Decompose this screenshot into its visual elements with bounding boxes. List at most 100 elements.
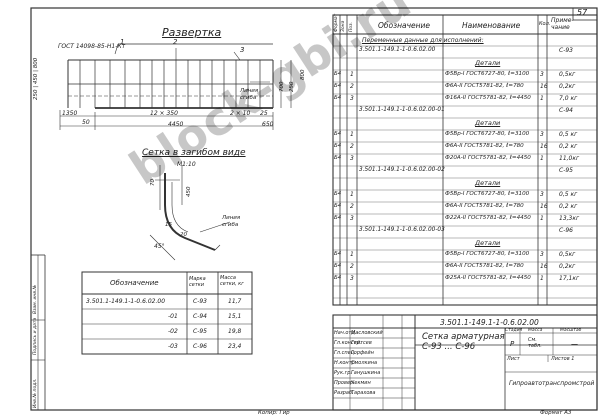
title-sheet: Лист: [507, 356, 520, 362]
spec-cell-name: Ф6А-II ГОСТ5781-82, ℓ=780: [445, 203, 524, 209]
spec-cell-qty: 1: [540, 155, 544, 162]
title-scale-header: Масштаб: [560, 328, 582, 333]
dim-1350: 1350: [62, 110, 78, 117]
spec-cell-pos: 1: [350, 191, 354, 198]
spec-cell-pos: 3: [350, 155, 354, 162]
dim-20: 20: [180, 232, 187, 238]
spec-cell-qty: 16: [540, 263, 548, 270]
bend-annotation: Линия сгиба: [222, 215, 241, 228]
spec-cell-qty: 1: [540, 275, 544, 282]
spec-cell-note: С-96: [559, 227, 573, 234]
spec-cell-pos: 1: [350, 131, 354, 138]
spec-cell-note: 7,0 кг: [559, 95, 578, 102]
title-name: Сетка арматурная С-93 ... С-96: [422, 332, 505, 352]
spec-cell-fmt: Б4: [334, 203, 342, 209]
small-table-row-mass: 15,1: [228, 313, 242, 320]
spec-cell-qty: 16: [540, 143, 548, 150]
page-number: 57: [577, 8, 588, 17]
section-scale: М1:10: [177, 161, 196, 168]
title-scale: —: [571, 340, 578, 348]
spec-cell-fmt: Б4: [334, 263, 342, 269]
marker-2: 2: [173, 38, 178, 46]
spec-variable-header: Переменные данные для исполнений:: [362, 37, 484, 44]
spec-cell-note: 13,3кг: [559, 215, 580, 222]
spec-cell-name: Детали: [475, 239, 501, 247]
side-stamp-replace: Взам. инв.№: [33, 284, 38, 314]
spec-cell-note: 0,5кг: [559, 71, 576, 78]
title-role-name: Масловский: [351, 330, 383, 336]
section-title: Сетка в загибом виде: [142, 148, 246, 158]
marker-1: 1: [120, 38, 125, 46]
title-role-name: Гейтсев: [351, 340, 372, 346]
title-role-role: Н.контр.: [334, 360, 357, 366]
view-title-development: Развертка: [162, 26, 222, 39]
spec-cell-name: Детали: [475, 59, 501, 67]
spec-cell-note: С-94: [559, 107, 573, 114]
dim-650: 650: [262, 121, 274, 128]
spec-cell-name: Детали: [475, 179, 501, 187]
title-stage: Р: [510, 340, 515, 348]
spec-cell-name: Ф5Вр-I ГОСТ6727-80, ℓ=3100: [445, 71, 530, 77]
spec-header-qty: Кол.: [539, 21, 551, 27]
spec-cell-fmt: Б4: [334, 95, 342, 101]
spec-cell-qty: 3: [540, 131, 544, 138]
title-role-name: Ганушкина: [351, 370, 381, 376]
dim-45-deg: 45°: [154, 243, 165, 250]
dim-15: 15: [165, 222, 172, 228]
spec-cell-fmt: Б4: [334, 155, 342, 161]
spec-cell-fmt: Б4: [334, 191, 342, 197]
spec-cell-des: 3.501.1-149.1-1-0.6.02.00: [359, 47, 436, 53]
small-table-row-code: 3.501.1-149.1-1-0.6.02.00: [86, 298, 166, 305]
spec-cell-name: Детали: [475, 119, 501, 127]
left-vertical-dims: 250 | 450 | 800: [33, 57, 39, 100]
spec-cell-des: 3.501.1-149.1-1-0.6.02.00-03: [359, 227, 445, 233]
copied-label: Копир: Гир: [258, 410, 290, 416]
spec-cell-pos: 3: [350, 215, 354, 222]
spec-cell-pos: 3: [350, 95, 354, 102]
spec-cell-fmt: Б4: [334, 143, 342, 149]
spec-cell-note: 0,5 кг: [559, 191, 578, 198]
small-table-header-designation: Обозначение: [110, 279, 159, 287]
spec-cell-name: Ф6А-II ГОСТ5781-82, ℓ=780: [445, 263, 524, 269]
format-label: Формат А3: [540, 410, 572, 416]
spec-cell-des: 3.501.1-149.1-1-0.6.02.00-02: [359, 167, 445, 173]
small-table-header-mark: Марка сетки: [189, 276, 206, 288]
spec-cell-name: Ф20А-II ГОСТ5781-82, ℓ=4450: [445, 155, 531, 161]
title-sheets: Листов 1: [551, 356, 575, 362]
small-table-row-mark: С-94: [193, 313, 207, 320]
spec-cell-qty: 1: [540, 215, 544, 222]
side-stamp-inv: Инв.№ подл.: [33, 378, 38, 408]
marker-3: 3: [240, 46, 245, 54]
dim-12x350: 12 × 350: [150, 110, 178, 117]
small-table-header-mass: Масса сетки, кг: [220, 275, 244, 287]
title-stage-header: Стадия: [505, 328, 523, 333]
title-role-name: Горфейн: [351, 350, 374, 356]
spec-cell-name: Ф16А-II ГОСТ5781-82, ℓ=4450: [445, 95, 531, 101]
spec-cell-qty: 3: [540, 191, 544, 198]
spec-cell-note: 0,2кг: [559, 83, 576, 90]
spec-cell-des: 3.501.1-149.1-1-0.6.02.00-01: [359, 107, 445, 113]
spec-cell-fmt: Б4: [334, 251, 342, 257]
small-table-row-mark: С-96: [193, 343, 207, 350]
small-table-row-mass: 19,8: [228, 328, 242, 335]
title-role-name: Смолкина: [351, 360, 378, 366]
title-role-role: Гл.спец.: [334, 350, 356, 356]
spec-cell-qty: 3: [540, 71, 544, 78]
spec-cell-pos: 2: [350, 143, 354, 150]
small-table-row-code: -01: [168, 313, 178, 320]
small-table-row-mass: 23,4: [228, 343, 242, 350]
title-role-role: Нач.отд.: [334, 330, 357, 336]
spec-cell-qty: 16: [540, 203, 548, 210]
spec-cell-fmt: Б4: [334, 131, 342, 137]
spec-cell-name: Ф6А-II ГОСТ5781-82, ℓ=780: [445, 143, 524, 149]
small-table-row-code: -02: [168, 328, 178, 335]
side-stamp-sign: Подпись и дата: [33, 317, 38, 355]
dim-25: 25: [260, 110, 268, 117]
title-role-name: Чекмин: [351, 380, 371, 386]
spec-cell-pos: 1: [350, 71, 354, 78]
spec-cell-note: 17,1кг: [559, 275, 580, 282]
spec-cell-qty: 3: [540, 251, 544, 258]
spec-cell-note: С-95: [559, 167, 573, 174]
title-role-role: Рук.гр.: [334, 370, 352, 376]
